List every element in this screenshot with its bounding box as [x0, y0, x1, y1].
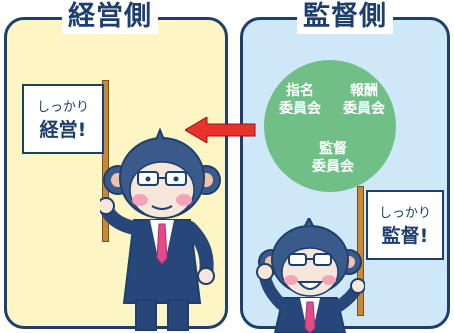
committee-audit-label: 監督委員会: [312, 141, 354, 175]
left-sign-pole: [102, 80, 109, 242]
right-sign-line1: しっかり: [378, 206, 431, 221]
right-sign-line2: 監督!: [381, 225, 429, 247]
committee-circle: [264, 60, 396, 192]
committee-compensation: 報酬委員会: [332, 82, 396, 118]
committee-audit: 監督委員会: [301, 140, 365, 176]
left-sign-line2: 経営!: [39, 119, 87, 141]
monkey-supervisor-illustration: [256, 218, 365, 333]
committee-nomination: 指名委員会: [268, 82, 332, 118]
right-sign-pole: [357, 186, 364, 316]
left-sign-line1: しっかり: [36, 100, 89, 115]
committee-nomination-label: 指名委員会: [279, 83, 321, 117]
arrow-left-icon: [185, 117, 256, 143]
monkey-manager-illustration: [100, 128, 221, 331]
right-sign: しっかり 監督!: [366, 190, 444, 260]
committee-compensation-label: 報酬委員会: [343, 83, 385, 117]
left-sign: しっかり 経営!: [22, 84, 104, 154]
supervision-title: 監督側: [297, 0, 393, 34]
management-title: 経営側: [62, 0, 158, 34]
